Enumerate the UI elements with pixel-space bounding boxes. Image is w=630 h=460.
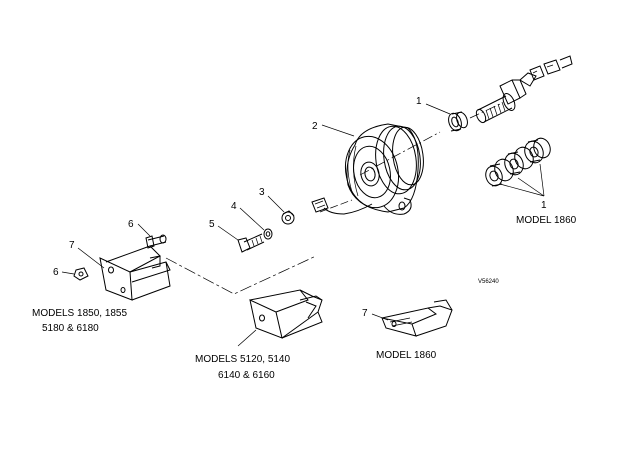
callout-2: 2 (312, 121, 318, 132)
models-left-line1: MODELS 1850, 1855 (32, 308, 127, 319)
callout-6-left: 6 (53, 267, 59, 278)
crankshaft (475, 55, 573, 124)
callout-5: 5 (209, 219, 215, 230)
leader-7-1860 (371, 313, 389, 321)
callout-4: 4 (231, 201, 237, 212)
spacer-washer-top (448, 111, 468, 132)
spacer-stack-1860 (485, 137, 551, 187)
bracket-bolt-item-6 (145, 234, 167, 249)
assembly-line-mount (319, 199, 353, 213)
washer-item-3 (281, 210, 295, 225)
leader-1-top (425, 103, 451, 115)
callout-7-left: 7 (69, 240, 75, 251)
leader-7-left (77, 247, 105, 269)
lock-washer-item-4 (263, 228, 273, 240)
leader-6-top (137, 223, 151, 237)
callout-1-top: 1 (416, 96, 422, 107)
clutch-bracket-1860 (381, 299, 453, 337)
leader-4 (239, 207, 265, 231)
leader-5 (217, 225, 239, 241)
bolt-item-5 (237, 233, 265, 253)
leader-2 (321, 124, 355, 137)
bracket-nut-item-6 (73, 267, 89, 281)
models-left-line2: 5180 & 6180 (42, 323, 99, 334)
clutch-bracket-center (249, 289, 323, 339)
models-center-line1: MODELS 5120, 5140 (195, 354, 290, 365)
models-center-line2: 6140 & 6160 (218, 370, 275, 381)
assembly-line-left (165, 255, 317, 295)
model-1860-bottom: MODEL 1860 (376, 350, 437, 361)
callout-7-1860: 7 (362, 308, 368, 319)
model-1860-right: MODEL 1860 (516, 215, 577, 226)
callout-3: 3 (259, 187, 265, 198)
figure-code: V56240 (478, 279, 499, 285)
center-line (359, 103, 501, 176)
callout-6-top: 6 (128, 219, 134, 230)
callout-1-right: 1 (541, 200, 547, 211)
electric-clutch (311, 123, 424, 215)
leaders-1-right (499, 163, 545, 197)
leader-3 (267, 195, 285, 213)
clutch-bracket-left (99, 245, 171, 301)
leader-center-bracket (237, 329, 257, 347)
leader-6-left (61, 271, 75, 275)
